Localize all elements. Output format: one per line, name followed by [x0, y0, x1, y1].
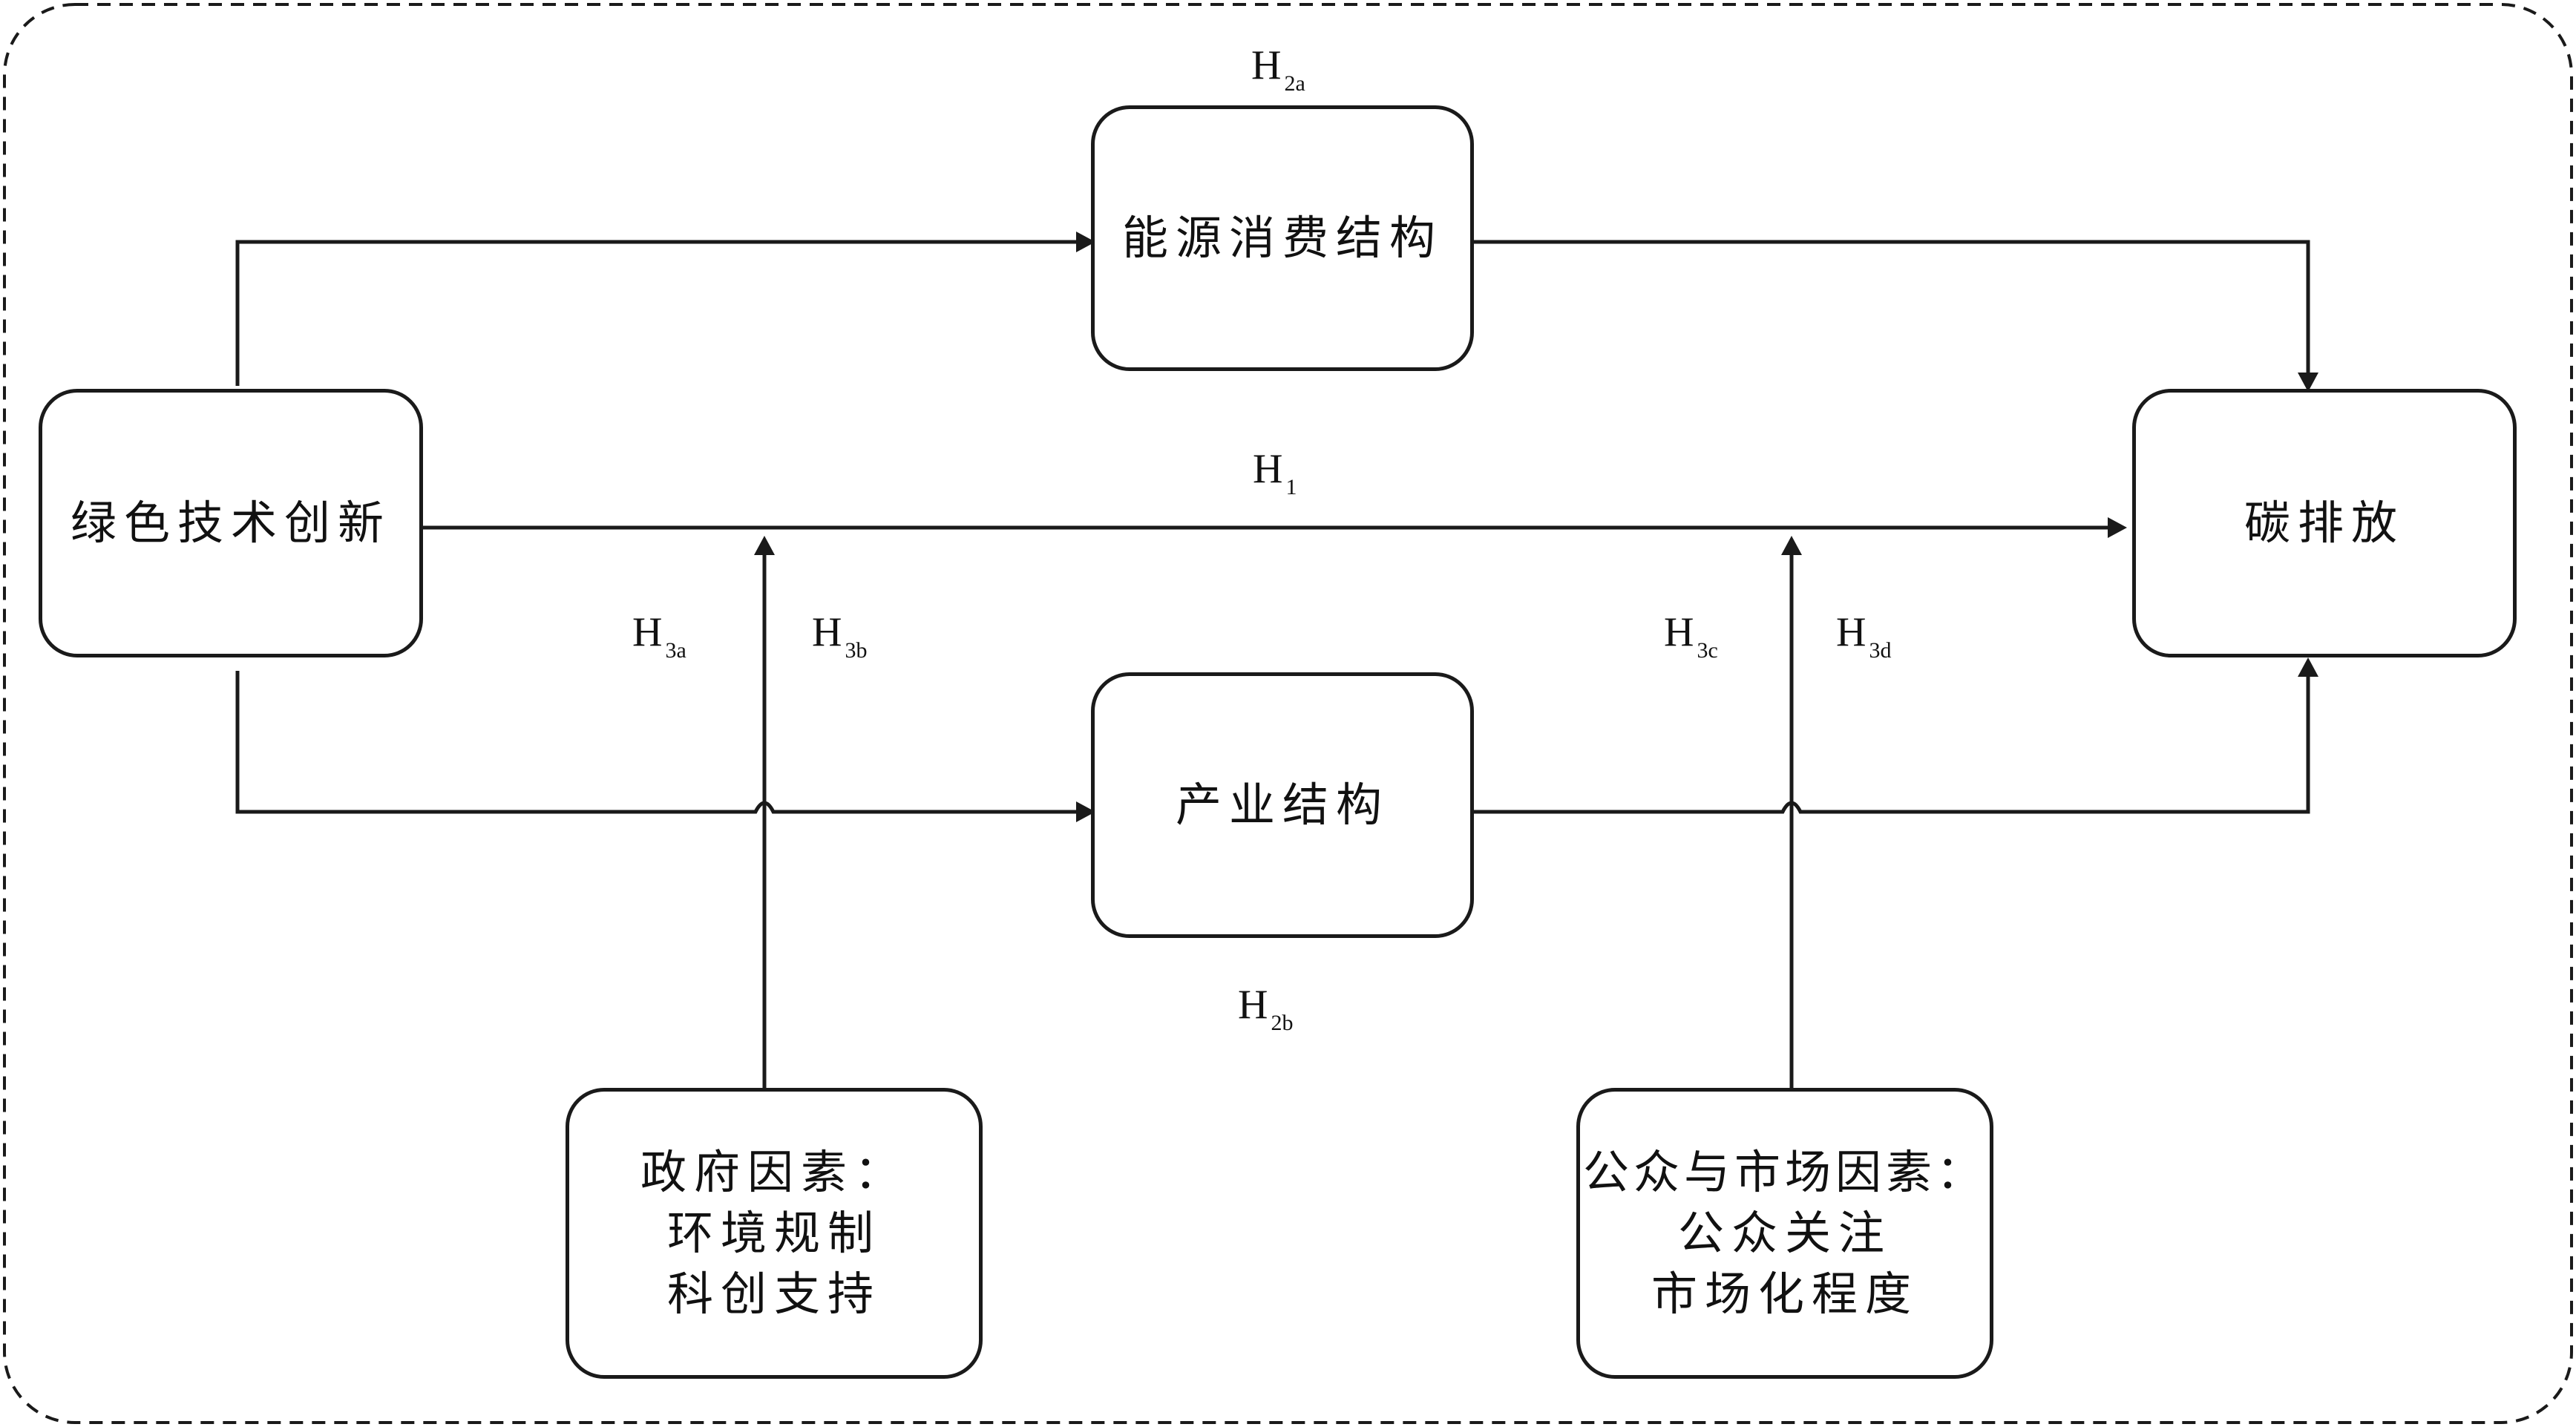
- arrowhead-government: [754, 536, 775, 555]
- hypothesis-h3a-sub: 3a: [665, 638, 686, 663]
- node-energy-consumption-structure: 能源消费结构: [1091, 105, 1474, 371]
- arrowhead-energy: [1076, 232, 1095, 252]
- node-carbon-emission: 碳排放: [2132, 389, 2517, 657]
- node-green-tech-innovation: 绿色技术创新: [39, 389, 423, 657]
- hypothesis-h2a-sub: 2a: [1284, 71, 1305, 96]
- node-energy-consumption-structure-label: 能源消费结构: [1121, 211, 1443, 265]
- node-government-factors: 政府因素： 环境规制 科创支持: [566, 1088, 983, 1379]
- hypothesis-h3a-main: H: [632, 609, 663, 655]
- node-carbon-emission-label: 碳排放: [2244, 496, 2405, 550]
- arrowhead-public-market: [1781, 536, 1802, 555]
- hypothesis-h2b-main: H: [1238, 982, 1268, 1028]
- arrow-innovation-to-energy: [235, 240, 1076, 386]
- hypothesis-h3c-main: H: [1664, 609, 1694, 655]
- node-public-market-factors: 公众与市场因素： 公众关注 市场化程度: [1576, 1088, 1993, 1379]
- hypothesis-h1-sub: 1: [1285, 475, 1297, 499]
- hypothesis-h3b-main: H: [812, 609, 842, 655]
- hypothesis-h2b-sub: 2b: [1271, 1011, 1294, 1035]
- arrowhead-industry: [1076, 801, 1095, 822]
- node-green-tech-innovation-label: 绿色技术创新: [70, 496, 391, 550]
- government-factors-title: 政府因素：: [640, 1145, 908, 1199]
- outer-dashed-frame: [3, 3, 2573, 1424]
- arrowhead-carbon-bottom: [2298, 657, 2318, 677]
- public-market-factors-line-1: 公众关注: [1677, 1206, 1892, 1260]
- arrow-industry-to-carbon: [1473, 677, 2310, 814]
- public-market-factors-title: 公众与市场因素：: [1582, 1145, 1987, 1199]
- hypothesis-h3d-main: H: [1836, 609, 1867, 655]
- hypothesis-h2a-main: H: [1251, 42, 1282, 88]
- arrowhead-carbon-top: [2298, 373, 2318, 392]
- arrow-innovation-to-industry: [235, 671, 1076, 814]
- public-market-factors-line-2: 市场化程度: [1651, 1267, 1918, 1321]
- arrowhead-carbon-left: [2108, 517, 2127, 538]
- government-factors-line-1: 环境规制: [666, 1206, 881, 1260]
- hypothesis-h3d-sub: 3d: [1869, 638, 1892, 663]
- hypothesis-h3c-sub: 3c: [1697, 638, 1718, 663]
- arrow-energy-to-carbon: [1473, 240, 2310, 373]
- hypothesis-h3b-sub: 3b: [845, 638, 868, 663]
- hypothesis-h1-main: H: [1253, 446, 1283, 492]
- node-industrial-structure: 产业结构: [1091, 672, 1474, 938]
- node-industrial-structure-label: 产业结构: [1175, 778, 1389, 832]
- government-factors-line-2: 科创支持: [666, 1267, 881, 1321]
